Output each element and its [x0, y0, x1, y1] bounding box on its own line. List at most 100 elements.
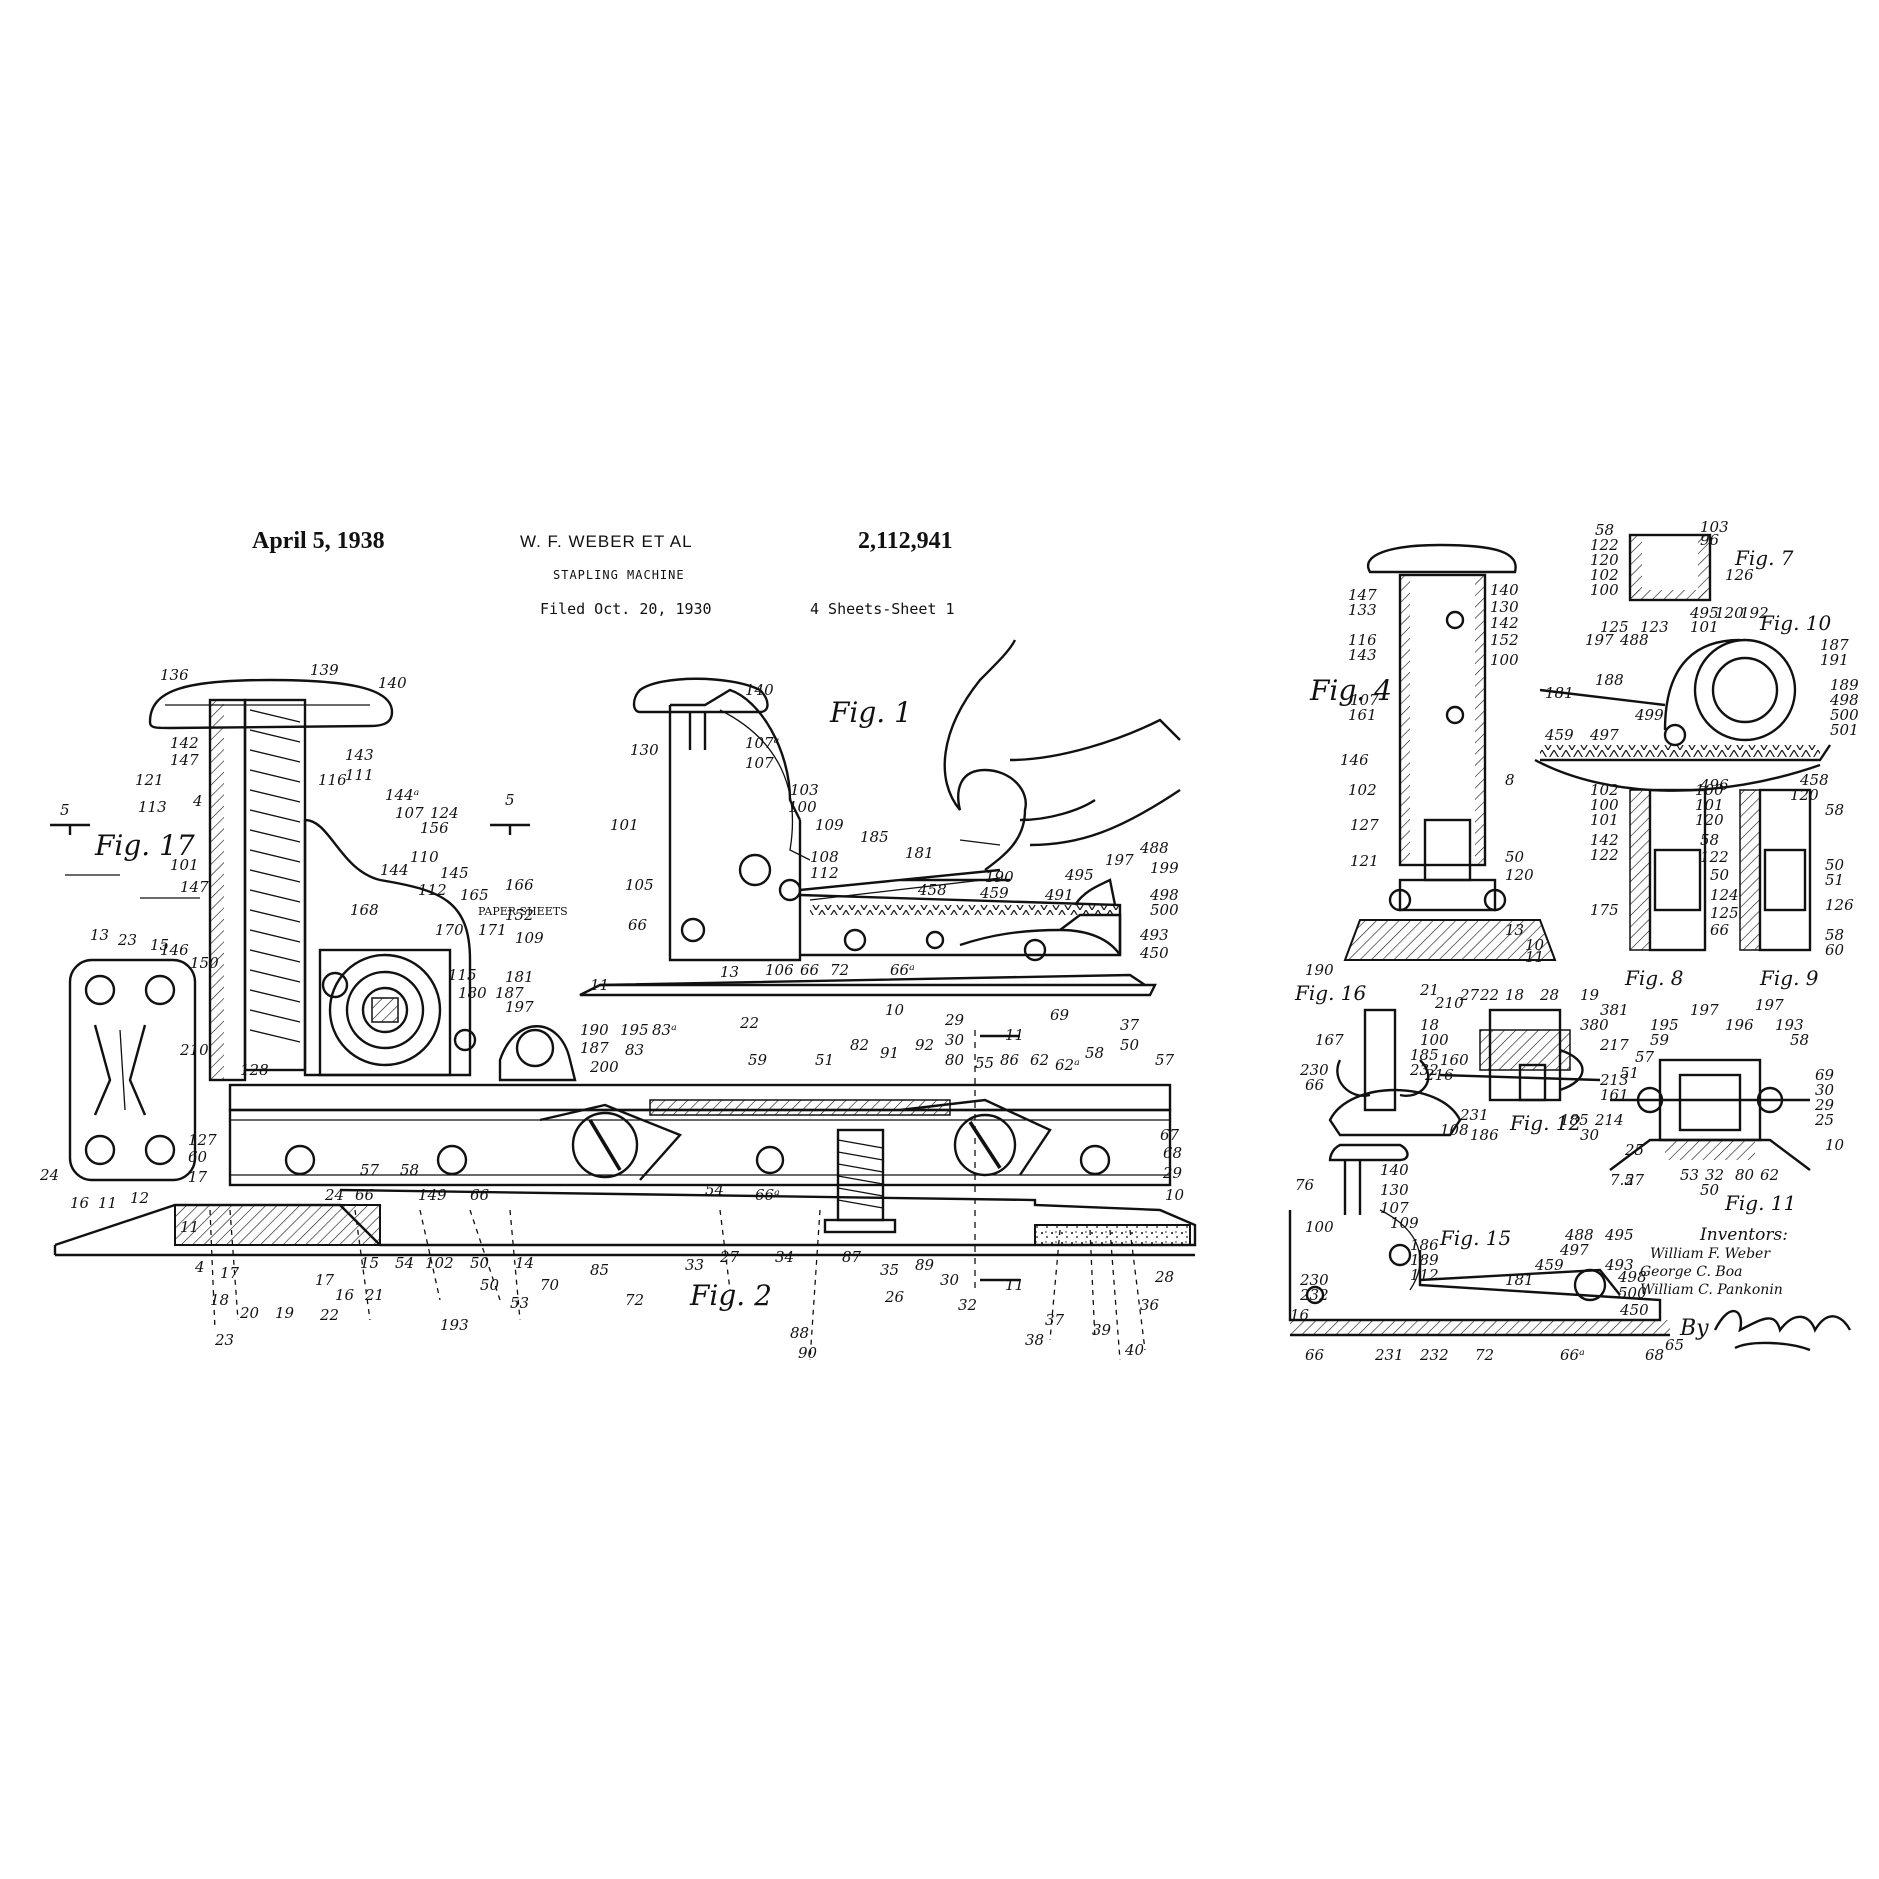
svg-text:130: 130: [630, 741, 659, 759]
svg-text:116: 116: [1348, 631, 1377, 649]
svg-text:107: 107: [745, 754, 774, 772]
svg-text:144ᵃ: 144ᵃ: [385, 786, 419, 804]
fig17-plate: [68, 958, 197, 1182]
svg-text:11: 11: [180, 1218, 199, 1236]
svg-text:459: 459: [1534, 1256, 1564, 1274]
svg-text:54: 54: [395, 1254, 414, 1272]
svg-text:54: 54: [705, 1181, 724, 1199]
svg-text:186: 186: [1470, 1126, 1499, 1144]
svg-text:500: 500: [1150, 901, 1179, 919]
svg-text:200: 200: [589, 1058, 619, 1076]
fig4-label: Fig. 4: [1309, 674, 1392, 707]
fig8-label: Fig. 8: [1624, 966, 1684, 990]
svg-text:124: 124: [430, 804, 459, 822]
svg-text:37: 37: [1045, 1311, 1065, 1329]
svg-text:68: 68: [1163, 1144, 1182, 1162]
svg-text:491: 491: [1044, 886, 1074, 904]
svg-text:13: 13: [720, 963, 739, 981]
svg-text:458: 458: [1799, 771, 1829, 789]
svg-text:109: 109: [515, 929, 544, 947]
svg-text:495: 495: [1064, 866, 1094, 884]
svg-text:133: 133: [1348, 601, 1377, 619]
svg-text:152: 152: [1490, 631, 1519, 649]
svg-text:230: 230: [1299, 1271, 1329, 1289]
svg-text:149: 149: [418, 1186, 447, 1204]
svg-text:167: 167: [1315, 1031, 1344, 1049]
svg-text:29: 29: [1814, 1096, 1835, 1114]
svg-text:181: 181: [1505, 1271, 1534, 1289]
svg-text:57: 57: [360, 1161, 380, 1179]
svg-text:68: 68: [1645, 1346, 1664, 1364]
svg-text:195: 195: [1650, 1016, 1679, 1034]
svg-text:32: 32: [958, 1296, 977, 1314]
svg-text:111: 111: [345, 766, 374, 784]
svg-text:37: 37: [1120, 1016, 1140, 1034]
svg-text:136: 136: [160, 666, 189, 684]
svg-text:110: 110: [410, 848, 439, 866]
fig9-label: Fig. 9: [1759, 966, 1819, 990]
svg-text:497: 497: [1589, 726, 1619, 744]
svg-text:100: 100: [1590, 581, 1619, 599]
svg-text:15: 15: [360, 1254, 379, 1272]
svg-text:170: 170: [435, 921, 464, 939]
sheet-count: 4 Sheets-Sheet 1: [810, 600, 955, 618]
svg-text:143: 143: [345, 746, 374, 764]
svg-text:101: 101: [610, 816, 639, 834]
svg-text:186: 186: [1410, 1236, 1439, 1254]
figure-12: Fig. 12 21 210 27 22 18 28 19 18 100 160…: [1419, 981, 1629, 1144]
svg-text:142: 142: [170, 734, 199, 752]
svg-text:210: 210: [1434, 994, 1464, 1012]
svg-text:147: 147: [1348, 586, 1377, 604]
svg-text:80: 80: [1735, 1166, 1755, 1184]
svg-text:58: 58: [400, 1161, 419, 1179]
svg-text:58: 58: [1700, 831, 1719, 849]
svg-text:30: 30: [945, 1031, 965, 1049]
inventor-2-name: George C. Boa: [1640, 1264, 1742, 1280]
svg-text:22: 22: [319, 1306, 339, 1324]
svg-text:171: 171: [478, 921, 507, 939]
svg-text:20: 20: [239, 1304, 260, 1322]
svg-text:123: 123: [1640, 618, 1669, 636]
svg-text:10: 10: [885, 1001, 905, 1019]
svg-text:21: 21: [364, 1286, 384, 1304]
svg-text:210: 210: [179, 1041, 209, 1059]
svg-text:145: 145: [440, 864, 469, 882]
figure-15: Fig. 15 140 130 107 109 100 186 189 112 …: [1288, 1143, 1684, 1364]
svg-text:100: 100: [1695, 781, 1724, 799]
svg-text:121: 121: [135, 771, 164, 789]
svg-text:21: 21: [1419, 981, 1439, 999]
svg-text:24: 24: [324, 1186, 344, 1204]
svg-text:193: 193: [440, 1316, 469, 1334]
svg-text:34: 34: [775, 1248, 794, 1266]
svg-text:120: 120: [1590, 551, 1619, 569]
svg-text:69: 69: [1815, 1066, 1835, 1084]
svg-text:185: 185: [1410, 1046, 1439, 1064]
svg-text:146: 146: [160, 941, 189, 959]
svg-text:195: 195: [620, 1021, 649, 1039]
svg-text:19: 19: [275, 1304, 295, 1322]
svg-text:213: 213: [1599, 1071, 1629, 1089]
svg-text:101: 101: [1695, 796, 1724, 814]
svg-text:30: 30: [1580, 1126, 1600, 1144]
svg-text:142: 142: [1590, 831, 1619, 849]
figure-16: Fig. 16 190 167 230 66 185 232: [1294, 961, 1462, 1137]
svg-text:80: 80: [945, 1051, 965, 1069]
attorney-signature: [1713, 1309, 1852, 1352]
svg-text:192: 192: [1740, 604, 1769, 622]
svg-text:60: 60: [1825, 941, 1845, 959]
svg-text:496: 496: [1699, 776, 1729, 794]
svg-text:216: 216: [1424, 1066, 1454, 1084]
svg-text:161: 161: [1348, 706, 1377, 724]
svg-text:501: 501: [1830, 721, 1859, 739]
svg-text:82: 82: [850, 1036, 869, 1054]
inventor-3-name: William C. Pankonin: [1640, 1282, 1783, 1298]
svg-text:67: 67: [1160, 1126, 1180, 1144]
svg-text:101: 101: [1690, 618, 1719, 636]
svg-text:140: 140: [1490, 581, 1519, 599]
svg-text:459: 459: [1544, 726, 1574, 744]
svg-text:90: 90: [798, 1344, 818, 1362]
svg-text:18: 18: [1420, 1016, 1439, 1034]
svg-text:128: 128: [240, 1061, 269, 1079]
fig10-label: Fig. 10: [1759, 611, 1832, 635]
svg-text:450: 450: [1139, 944, 1169, 962]
